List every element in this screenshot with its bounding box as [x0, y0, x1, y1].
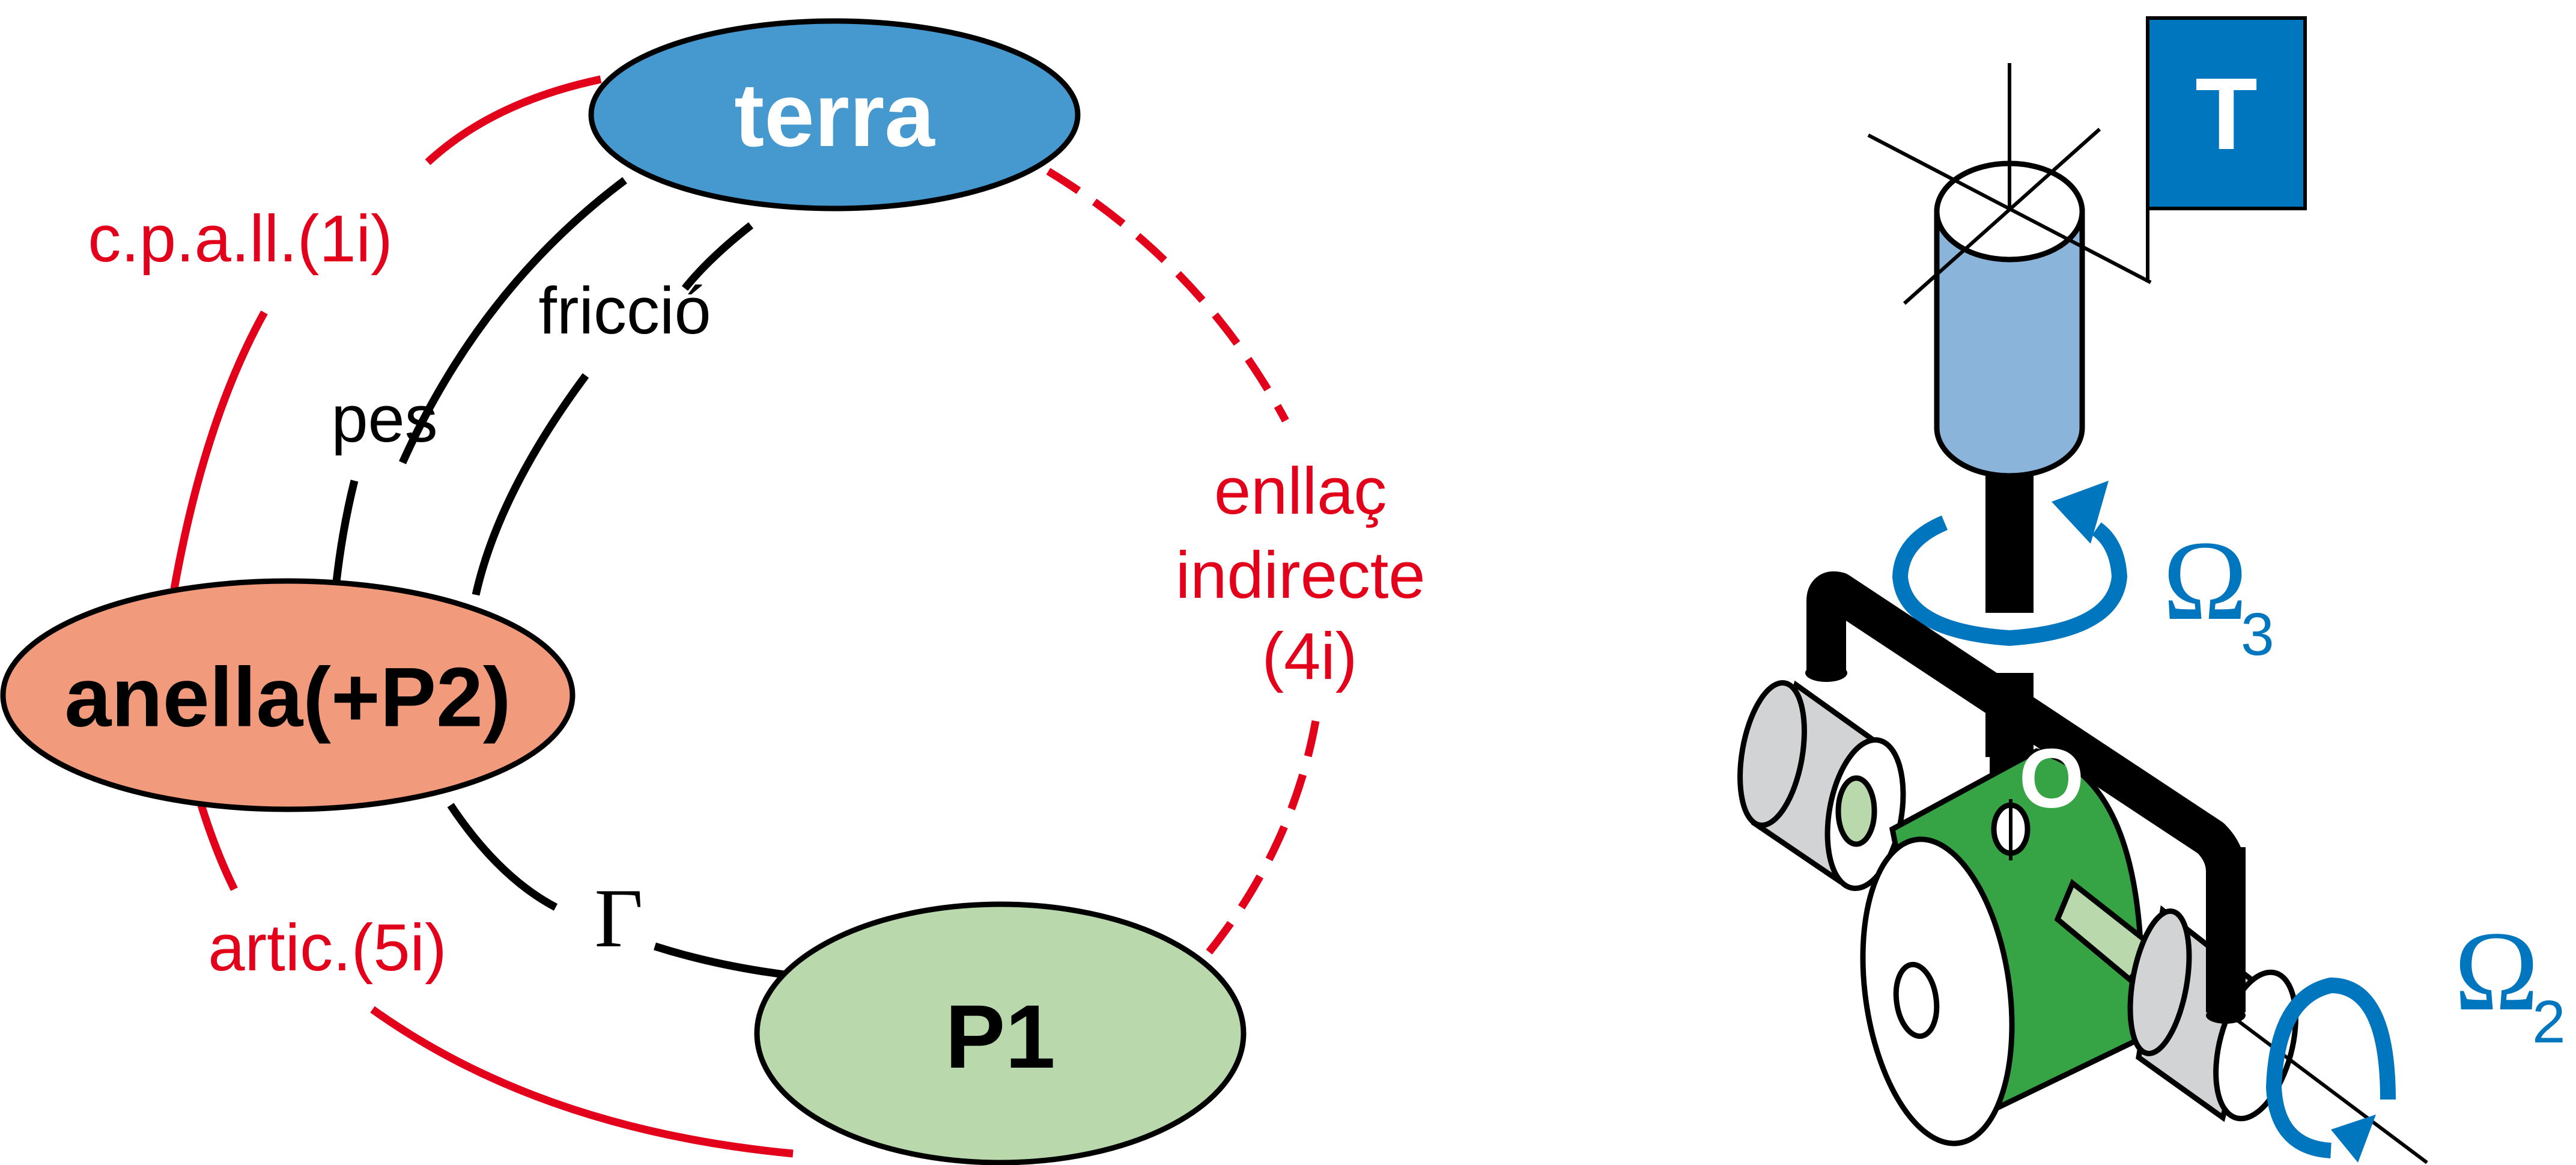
- node-terra-label: terra: [734, 64, 935, 165]
- edge-friccio-lower: [472, 373, 589, 596]
- node-p1-label: P1: [945, 986, 1055, 1087]
- edge-cpall-label: c.p.a.ll.(1i): [88, 202, 392, 276]
- edge-friccio-label: fricció: [538, 274, 711, 348]
- upper-cylinder: [1867, 127, 2152, 479]
- edge-cpall-lower: [170, 310, 268, 590]
- axle-right: [2054, 878, 2161, 984]
- mechanism: T Ω 3: [1737, 16, 2566, 1164]
- edge-gamma-label: Γ: [595, 872, 643, 965]
- edge-gamma-upper: [447, 803, 558, 911]
- omega2-arrow-icon: [2265, 977, 2396, 1163]
- edge-cpall-upper: [425, 75, 602, 165]
- omega3-arrow-icon: [1892, 481, 2128, 646]
- edge-friccio-upper: [681, 222, 754, 291]
- edge-pes-label: pes: [331, 382, 437, 456]
- edge-pes-lower: [332, 479, 359, 582]
- interaction-graph: terra anella(+P2) P1 c.p.a.ll.(1i) pes f…: [0, 18, 1444, 1165]
- omega3-symbol: Ω: [2163, 518, 2247, 644]
- disc-hole: [1893, 961, 1940, 1039]
- omega2-subscript: 2: [2532, 988, 2566, 1056]
- omega2-symbol: Ω: [2454, 908, 2539, 1035]
- shaft: [1985, 475, 2034, 613]
- edge-enllac-upper: [1046, 168, 1289, 423]
- edge-enllac-label-line1: enllaç: [1214, 454, 1387, 528]
- frame-flag-label: T: [2195, 57, 2258, 171]
- fork-left-leg: [1806, 601, 1846, 676]
- body-o-label: O: [2019, 731, 2085, 826]
- edge-pes-upper: [399, 177, 627, 464]
- frame-flag: [2146, 16, 2307, 210]
- edge-artic-upper: [197, 804, 238, 891]
- edge-gamma-lower: [654, 942, 800, 981]
- axle-left: [1835, 775, 1877, 847]
- edge-artic-lower: [370, 1006, 794, 1158]
- frame-t: T: [1867, 16, 2307, 305]
- edge-enllac-label: enllaç indirecte (4i): [1176, 454, 1444, 693]
- node-anella-label: anella(+P2): [64, 650, 511, 744]
- omega3-subscript: 3: [2241, 601, 2274, 668]
- edge-enllac-lower: [1198, 720, 1320, 964]
- edge-enllac-label-line2: indirecte: [1176, 538, 1426, 612]
- edge-enllac-label-line3: (4i): [1262, 619, 1358, 693]
- body-o: O: [1860, 731, 2145, 1146]
- node-terra[interactable]: terra: [588, 18, 1081, 211]
- fork-right-leg: [2206, 847, 2246, 1012]
- node-anella[interactable]: anella(+P2): [0, 578, 576, 812]
- omega2-axis: [2234, 1017, 2428, 1164]
- edge-artic-label: artic.(5i): [208, 911, 446, 985]
- node-p1[interactable]: P1: [754, 901, 1247, 1165]
